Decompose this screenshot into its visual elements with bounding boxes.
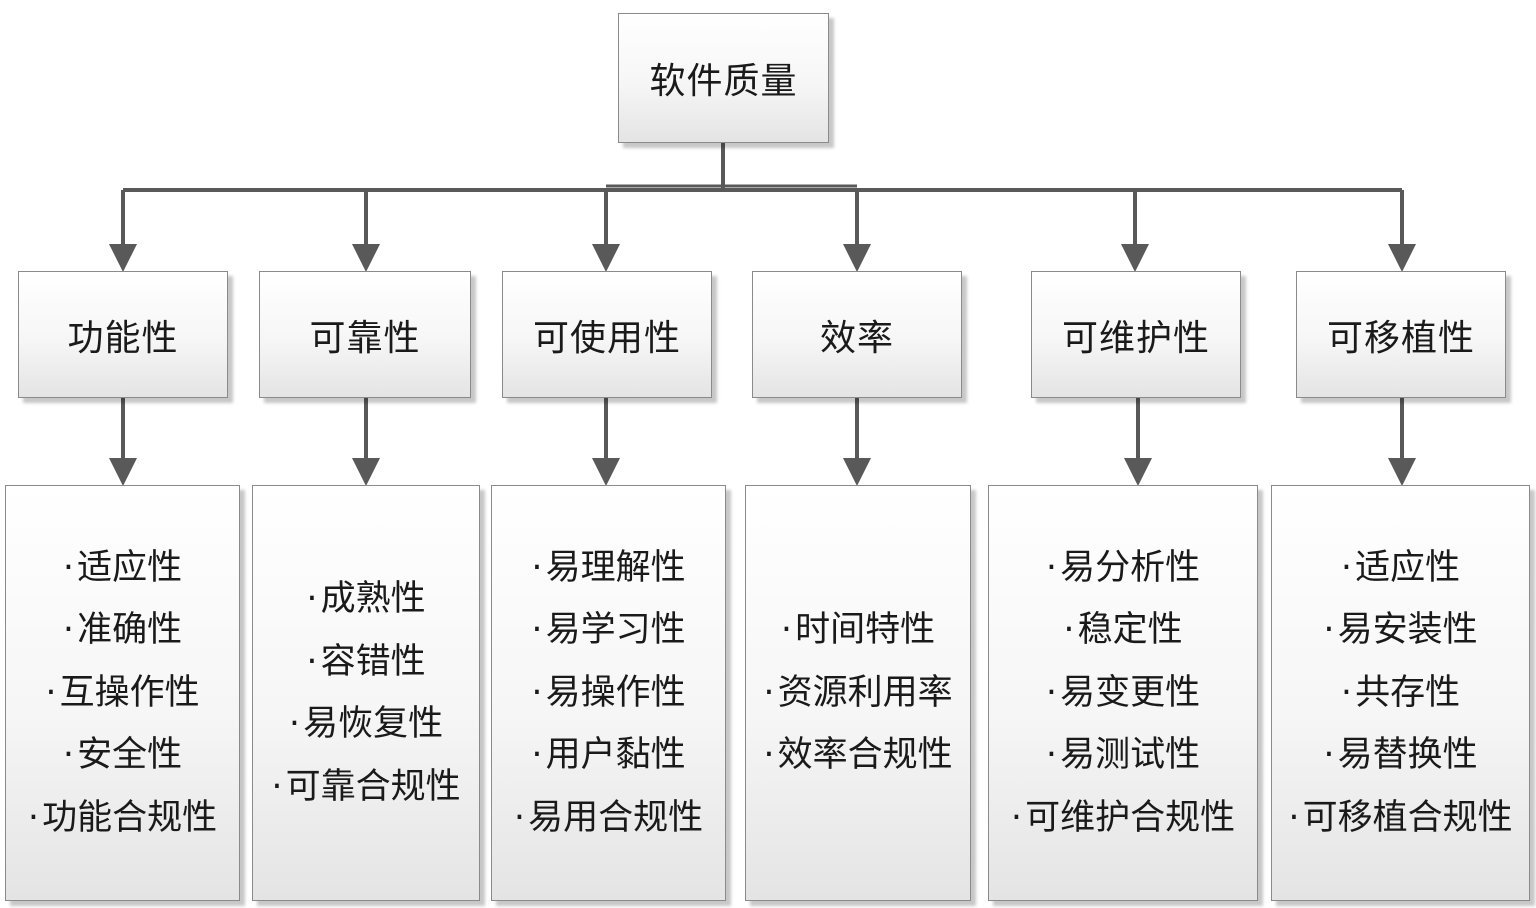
sub-item: 时间特性 — [781, 599, 935, 662]
node-label: 可维护性 — [1061, 317, 1210, 359]
sub-item: 可维护合规性 — [1011, 787, 1235, 850]
sub-item: 可移植合规性 — [1288, 787, 1513, 850]
sub-item: 安全性 — [63, 724, 182, 787]
node-portability: 可移植性 — [1296, 271, 1506, 398]
subs-reliability: 成熟性 容错性 易恢复性 可靠合规性 — [252, 485, 480, 901]
subs-efficiency: 时间特性 资源利用率 效率合规性 — [745, 485, 971, 901]
sub-item: 可靠合规性 — [271, 756, 461, 819]
node-label: 可靠性 — [309, 317, 421, 359]
sub-item: 互操作性 — [45, 662, 200, 725]
subs-maintainability: 易分析性 稳定性 易变更性 易测试性 可维护合规性 — [988, 485, 1258, 901]
node-functionality: 功能性 — [18, 271, 228, 398]
sub-item: 易安装性 — [1323, 599, 1478, 662]
sub-item: 效率合规性 — [763, 724, 953, 787]
root-label: 软件质量 — [649, 61, 798, 102]
node-label: 可移植性 — [1326, 317, 1475, 359]
sub-item: 容错性 — [306, 631, 426, 694]
node-label: 效率 — [819, 317, 894, 359]
sub-item: 易变更性 — [1046, 662, 1200, 725]
sub-item: 易恢复性 — [289, 693, 443, 756]
sub-item: 易用合规性 — [514, 787, 703, 850]
subs-portability: 适应性 易安装性 共存性 易替换性 可移植合规性 — [1271, 485, 1530, 901]
sub-item: 易操作性 — [531, 662, 686, 725]
root-node: 软件质量 — [618, 13, 829, 143]
sub-item: 易理解性 — [531, 537, 686, 600]
sub-item: 资源利用率 — [763, 662, 953, 725]
sub-item: 共存性 — [1341, 662, 1460, 725]
node-reliability: 可靠性 — [259, 271, 471, 398]
node-usability: 可使用性 — [502, 271, 712, 398]
sub-item: 适应性 — [63, 537, 182, 600]
sub-item: 准确性 — [63, 599, 182, 662]
sub-item: 易分析性 — [1046, 537, 1200, 600]
node-efficiency: 效率 — [752, 271, 962, 398]
sub-item: 适应性 — [1341, 537, 1460, 600]
sub-item: 稳定性 — [1063, 599, 1183, 662]
sub-item: 用户黏性 — [531, 724, 686, 787]
sub-item: 易测试性 — [1046, 724, 1200, 787]
node-maintainability: 可维护性 — [1031, 271, 1241, 398]
subs-functionality: 适应性 准确性 互操作性 安全性 功能合规性 — [5, 485, 240, 901]
node-label: 可使用性 — [532, 317, 681, 359]
subs-usability: 易理解性 易学习性 易操作性 用户黏性 易用合规性 — [491, 485, 726, 901]
node-label: 功能性 — [67, 317, 179, 359]
sub-item: 易替换性 — [1323, 724, 1478, 787]
sub-item: 成熟性 — [306, 568, 426, 631]
sub-item: 易学习性 — [531, 599, 686, 662]
sub-item: 功能合规性 — [28, 787, 217, 850]
